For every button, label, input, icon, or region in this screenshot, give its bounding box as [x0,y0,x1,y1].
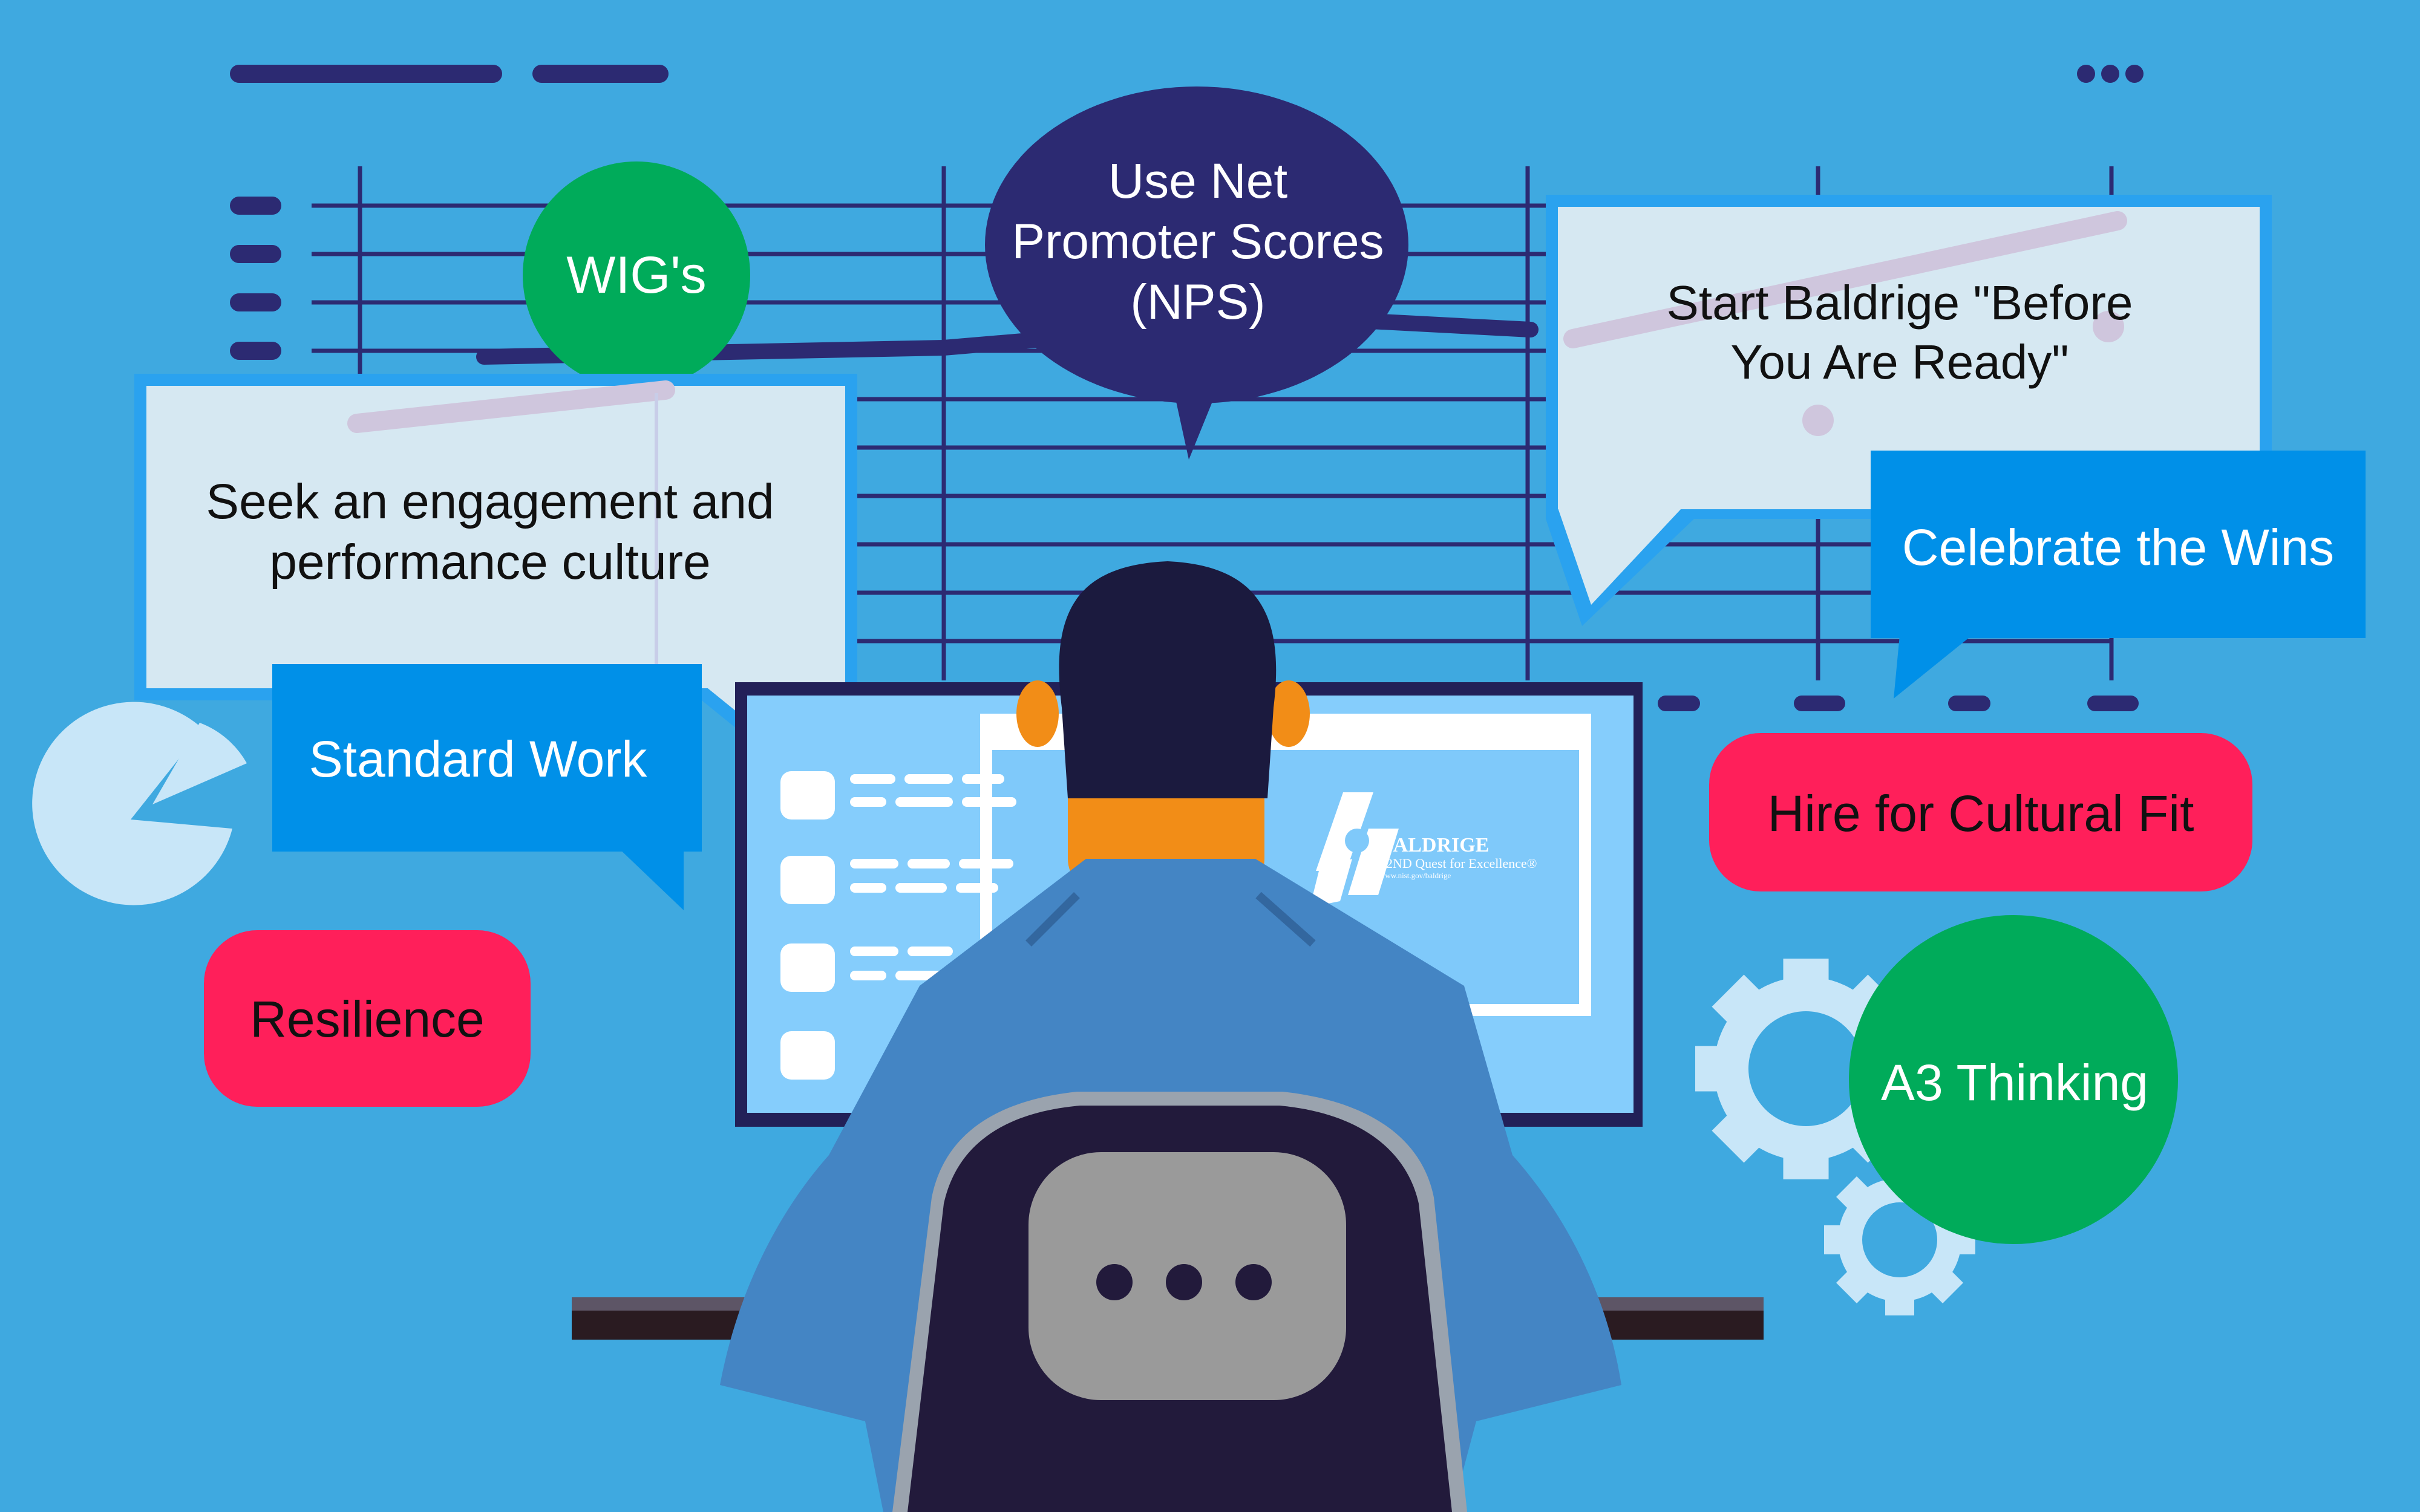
baldrige-logo-text: BALDRIGE 32ND Quest for Excellence® www.… [1379,835,1591,880]
nps-bubble [985,86,1408,460]
pie-chart-icon [32,702,247,905]
resilience-label: Resilience [250,990,485,1048]
a3-bubble [1849,915,2178,1244]
chair [892,1092,1467,1512]
logo-name: BALDRIGE [1379,834,1490,856]
hire-pill [1709,733,2252,891]
celebrate-callout [1871,451,2366,699]
wigs-label: WIG's [566,246,707,304]
more-dots-icon [2077,65,2095,83]
baldrige-logo [1310,792,1399,907]
nps-label: Use Net Promoter Scores (NPS) [1012,153,1384,330]
celebrate-label: Celebrate the Wins [1902,518,2335,576]
logo-url: www.nist.gov/baldrige [1379,870,1451,880]
a3-label: A3 Thinking [1880,1054,2149,1111]
engagement-callout [134,374,857,798]
hire-label: Hire for Cultural Fit [1767,784,2194,842]
wigs-bubble [523,161,750,389]
standard-work-label: Standard Work [309,730,647,787]
standard-work-callout [272,664,702,910]
baldrige-start-label: Start Baldrige "Before You Are Ready" [1666,276,2133,389]
dashboard-header [230,65,2144,83]
engagement-label: Seek an engagement and performance cultu… [206,474,774,590]
logo-tagline: 32ND Quest for Excellence® [1379,855,1537,871]
grid-row-markers [230,197,2139,711]
resilience-pill [204,930,531,1107]
